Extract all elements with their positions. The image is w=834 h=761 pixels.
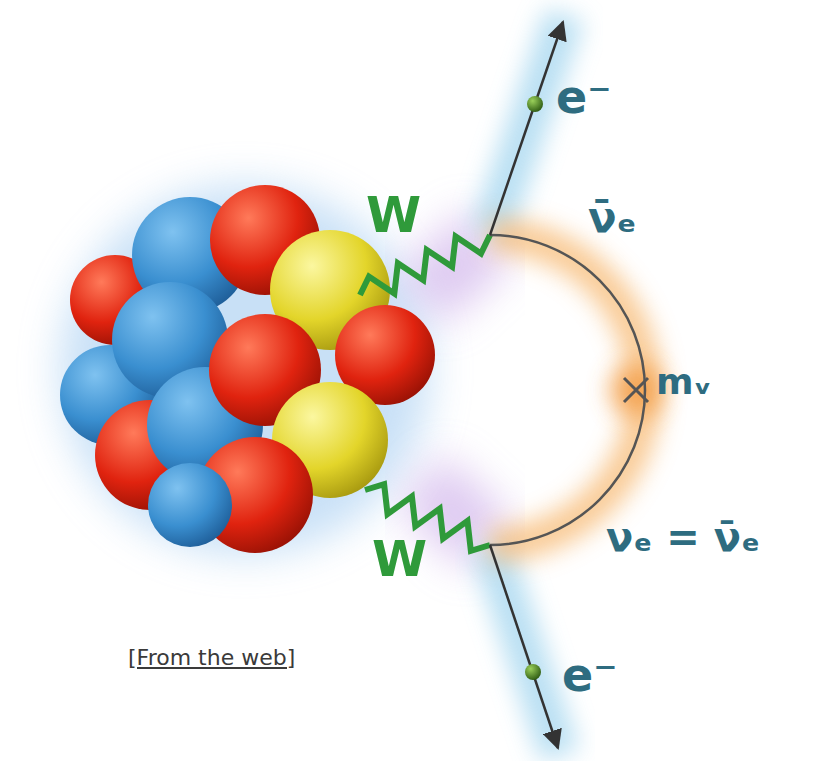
mass-insertion-cross — [624, 378, 648, 402]
electron-line — [490, 545, 558, 748]
electron-glow — [490, 545, 560, 755]
w-boson-line — [360, 235, 490, 295]
boson-label: W — [372, 532, 427, 587]
particle-label: e⁻ — [562, 650, 617, 701]
wires — [360, 22, 648, 748]
glow-layer — [60, 15, 662, 755]
mass-glow — [610, 364, 662, 416]
mass-label: mᵥ — [656, 362, 712, 402]
nucleus — [60, 185, 435, 553]
equation-label: νₑ = ν̄ₑ — [606, 515, 760, 559]
electron-dot — [525, 664, 541, 680]
nucleon-sphere — [148, 463, 232, 547]
particle-label: ν̄ₑ — [588, 195, 637, 241]
electron-line — [490, 22, 563, 235]
w-glow — [420, 235, 490, 545]
electron-dot — [527, 96, 543, 112]
boson-label: W — [366, 188, 421, 243]
neutrino-line — [490, 235, 645, 545]
source-note: [From the web] — [128, 646, 295, 670]
electron-glow — [490, 15, 565, 235]
particle-label: e⁻ — [556, 72, 611, 123]
